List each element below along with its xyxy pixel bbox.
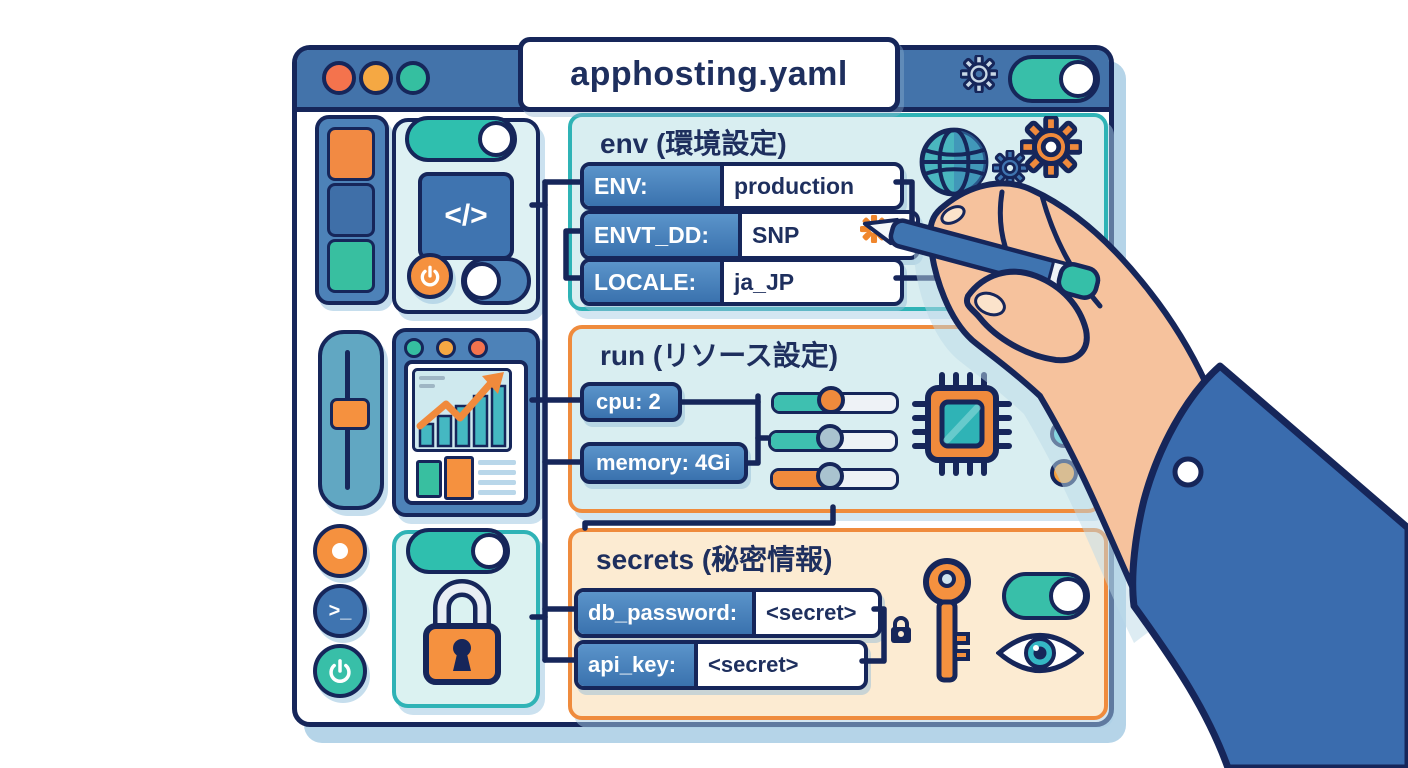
led-teal — [1050, 420, 1078, 448]
run-panel-title: run (リソース設定) — [600, 340, 839, 371]
env-value-field[interactable]: production — [734, 172, 855, 199]
square-button-blue[interactable] — [327, 183, 375, 237]
filename-title: apphosting.yaml — [570, 55, 848, 93]
slider-knob[interactable] — [816, 424, 844, 452]
env-row: LOCALE: ja_JP — [580, 258, 904, 306]
cuff-button — [1172, 456, 1204, 488]
chart-icon — [412, 368, 512, 452]
titlebar-toggle[interactable] — [1008, 55, 1100, 103]
padlock-icon — [423, 579, 501, 685]
secret-value-field[interactable]: <secret> — [708, 652, 799, 677]
cpu-pill[interactable]: cpu: 2 — [580, 382, 682, 422]
swatch-panel — [315, 115, 389, 305]
window-dot-minimize[interactable] — [359, 61, 393, 95]
secret-row: db_password: <secret> — [574, 588, 882, 638]
gear-icon-orange — [1020, 116, 1082, 178]
secret-key: api_key: — [578, 644, 698, 686]
power-button-sidebar[interactable] — [313, 644, 367, 698]
env-row: ENV: production — [580, 162, 904, 210]
toggle-knob — [471, 533, 507, 569]
secret-value-field[interactable]: <secret> — [766, 600, 857, 625]
power-button-card[interactable] — [407, 253, 453, 299]
terminal-icon: >_ — [328, 599, 352, 622]
globe-icon — [919, 127, 989, 197]
secret-key: db_password: — [578, 592, 756, 634]
code-card-toggle[interactable] — [405, 116, 517, 162]
mini-lock-icon — [891, 616, 911, 643]
eye-icon[interactable] — [996, 626, 1084, 680]
env-key: ENV: — [584, 166, 724, 206]
secrets-toggle[interactable] — [1002, 572, 1090, 620]
settings-gear-icon[interactable] — [960, 55, 998, 93]
chart-card-inner — [404, 360, 528, 505]
text-line — [478, 480, 516, 485]
text-line — [478, 470, 516, 475]
code-card-mini-toggle[interactable] — [461, 257, 531, 305]
chart-dot-red — [468, 338, 488, 358]
power-icon — [420, 265, 440, 287]
env-panel-title: env (環境設定) — [600, 128, 787, 159]
text-line — [478, 460, 516, 465]
secrets-panel-title: secrets (秘密情報) — [596, 544, 833, 575]
key-icon — [923, 558, 971, 683]
memory-slider-knob[interactable] — [816, 462, 844, 490]
chart-card — [392, 328, 540, 517]
lock-card-toggle[interactable] — [406, 528, 510, 574]
memory-pill[interactable]: memory: 4Gi — [580, 442, 748, 484]
sleeve — [1129, 362, 1408, 768]
toggle-knob — [1049, 577, 1087, 615]
toggle-knob — [478, 121, 514, 157]
toggle-knob — [1059, 60, 1097, 98]
env-value-field[interactable]: SNP — [752, 221, 800, 248]
vertical-slider-handle[interactable] — [330, 398, 370, 430]
terminal-button[interactable]: >_ — [313, 584, 367, 638]
code-icon[interactable]: </> — [418, 172, 514, 260]
filename-tab[interactable]: apphosting.yaml — [518, 37, 900, 112]
secret-row: api_key: <secret> — [574, 640, 868, 690]
toggle-knob — [463, 262, 501, 300]
window-dot-maximize[interactable] — [396, 61, 430, 95]
legend-swatch-teal — [416, 460, 442, 498]
record-button[interactable] — [313, 524, 367, 578]
cpu-slider-knob[interactable] — [817, 386, 845, 414]
field-gear-icon[interactable] — [860, 215, 888, 243]
record-icon — [332, 543, 348, 559]
square-button-orange[interactable] — [327, 127, 375, 181]
power-icon — [329, 659, 351, 684]
env-value-field[interactable]: ja_JP — [734, 268, 795, 295]
window-dot-close[interactable] — [322, 61, 356, 95]
legend-swatch-orange — [444, 456, 474, 500]
chart-dot-teal — [404, 338, 424, 358]
text-line — [478, 490, 516, 495]
env-key: LOCALE: — [584, 262, 724, 302]
cpu-chip-icon — [912, 372, 1012, 476]
code-glyph: </> — [444, 199, 488, 232]
square-button-teal[interactable] — [327, 239, 375, 293]
vertical-slider[interactable] — [318, 330, 384, 510]
env-key: ENVT_DD: — [584, 214, 742, 256]
chart-dot-amber — [436, 338, 456, 358]
led-orange — [1050, 459, 1078, 487]
